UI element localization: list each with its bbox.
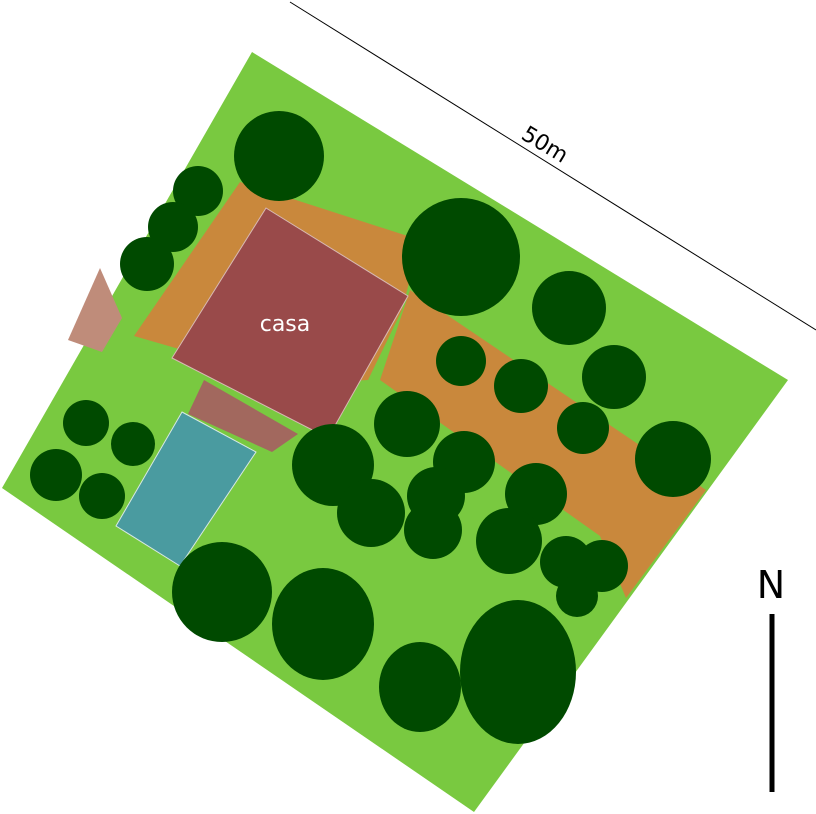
tree-se-3 <box>272 568 374 680</box>
tree-west-1 <box>63 400 109 446</box>
house-label: casa <box>260 312 311 337</box>
tree-ne-1 <box>582 345 646 409</box>
tree-east-2 <box>494 359 548 413</box>
tree-east-large <box>374 391 440 457</box>
tree-east-1 <box>436 336 486 386</box>
scale-bar <box>289 1 816 331</box>
north-label: N <box>757 563 785 607</box>
tree-ne-2 <box>557 402 609 454</box>
tree-west-2 <box>111 422 155 466</box>
terrace <box>188 380 298 452</box>
tree-center-6 <box>505 463 567 525</box>
tree-center-2 <box>337 479 405 547</box>
tree-nw-1 <box>234 111 324 201</box>
tree-center-7 <box>476 508 542 574</box>
tree-north-large <box>402 198 520 316</box>
tree-nw-3 <box>148 202 198 252</box>
tree-nw-4 <box>120 237 174 291</box>
tree-se-2 <box>172 542 272 642</box>
tree-south-1 <box>379 642 461 732</box>
tree-north-2 <box>532 271 606 345</box>
tree-west-4 <box>79 473 125 519</box>
tree-se-1 <box>556 575 598 617</box>
entrance-area <box>68 268 122 352</box>
tree-east-3 <box>635 421 711 497</box>
tree-nw-2 <box>173 166 223 216</box>
tree-center-5 <box>404 501 462 559</box>
tree-west-3 <box>30 449 82 501</box>
trees <box>30 111 711 744</box>
tree-south-2 <box>460 600 576 744</box>
scale-label: 50m <box>517 122 572 169</box>
